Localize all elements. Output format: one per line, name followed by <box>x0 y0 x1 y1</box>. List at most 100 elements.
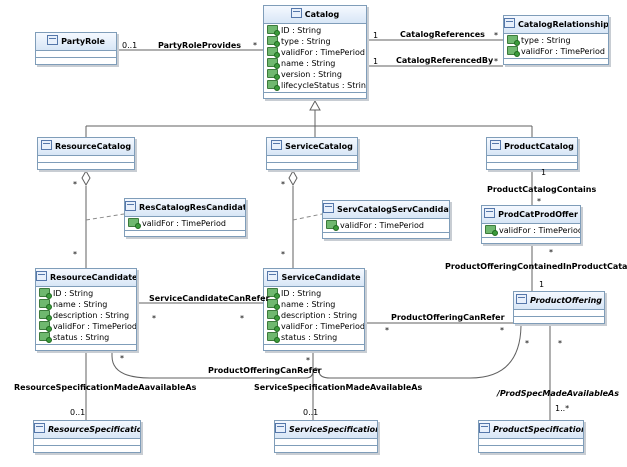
class-name: ProductSpecification <box>493 425 583 434</box>
attribute-icon <box>39 321 52 332</box>
multiplicity: 1 <box>373 57 379 66</box>
class-icon <box>484 208 496 218</box>
class-name: ServiceCatalog <box>285 142 353 151</box>
multiplicity: 0..1 <box>122 41 138 50</box>
class-service-candidate[interactable]: ServiceCandidate ID : String name : Stri… <box>263 268 365 351</box>
class-name: Catalog <box>304 10 340 19</box>
attribute-icon <box>267 321 280 332</box>
multiplicity: * <box>537 197 541 206</box>
attribute: type : String <box>281 37 331 46</box>
class-name: CatalogRelationship <box>518 20 608 29</box>
attribute-icon <box>128 218 141 229</box>
class-product-catalog[interactable]: ProductCatalog <box>486 137 578 170</box>
class-icon <box>267 271 279 281</box>
class-prod-cat-prod-offer[interactable]: ProdCatProdOffer validFor : TimePeriod <box>481 205 581 244</box>
assoc-label: PartyRoleProvides <box>158 41 242 50</box>
multiplicity: * <box>549 248 553 257</box>
assoc-label: /ProdSpecMadeAvailableAs <box>497 389 619 398</box>
attribute-icon <box>267 36 280 47</box>
class-catalog[interactable]: Catalog ID : String type : String validF… <box>263 5 367 99</box>
assoc-label: ServiceSpecificationMadeAvailableAs <box>254 383 423 392</box>
assoc-label: ProductOfferingContainedInProductCatalog <box>445 262 627 271</box>
attribute-icon <box>267 332 280 343</box>
attribute-icon <box>267 310 280 321</box>
attribute: description : String <box>281 311 358 320</box>
multiplicity: 1 <box>541 168 547 177</box>
attribute-icon <box>507 46 520 57</box>
class-name: ServiceSpecification <box>289 425 377 434</box>
class-res-catalog-res-candidate[interactable]: ResCatalogResCandidate validFor : TimePe… <box>124 198 246 237</box>
class-catalog-relationship[interactable]: CatalogRelationship type : String validF… <box>503 15 609 65</box>
multiplicity: * <box>152 314 156 323</box>
multiplicity: * <box>281 180 285 189</box>
multiplicity: 1 <box>539 280 545 289</box>
class-icon <box>271 140 283 150</box>
attribute: version : String <box>281 70 342 79</box>
attribute-icon <box>267 58 280 69</box>
class-service-specification[interactable]: ServiceSpecification <box>274 420 378 453</box>
attribute: name : String <box>281 300 336 309</box>
attribute-icon <box>267 80 280 91</box>
attribute-icon <box>267 299 280 310</box>
multiplicity: * <box>500 326 504 335</box>
class-resource-catalog[interactable]: ResourceCatalog <box>37 137 135 170</box>
aggregation-diamond-service <box>288 169 298 187</box>
multiplicity: 0..1 <box>70 408 86 417</box>
product-offering-can-refer-line-2 <box>111 325 522 379</box>
class-product-offering[interactable]: ProductOffering <box>513 291 605 324</box>
attribute-icon <box>267 69 280 80</box>
class-serv-catalog-serv-candidate[interactable]: ServCatalogServCandidate validFor : Time… <box>322 200 450 239</box>
class-name: ServiceCandidate <box>281 273 361 282</box>
class-name: ResourceSpecification <box>48 425 140 434</box>
multiplicity: * <box>73 180 77 189</box>
class-name: ResourceCatalog <box>54 142 132 151</box>
attribute: validFor : TimePeriod <box>499 226 580 235</box>
multiplicity: * <box>558 339 562 348</box>
multiplicity: * <box>240 314 244 323</box>
attribute-icon <box>39 299 52 310</box>
class-party-role[interactable]: PartyRole <box>35 32 117 65</box>
attribute: lifecycleStatus : String <box>281 81 366 90</box>
attribute: validFor : TimePeriod <box>340 221 424 230</box>
class-icon <box>47 35 59 45</box>
multiplicity: * <box>385 326 389 335</box>
class-name: PartyRole <box>61 37 105 46</box>
attribute: ID : String <box>53 289 94 298</box>
aggregation-diamond-resource <box>81 169 91 187</box>
attribute: status : String <box>281 333 338 342</box>
attribute-icon <box>507 35 520 46</box>
class-icon <box>490 140 502 150</box>
class-icon <box>125 201 136 211</box>
attribute: validFor : TimePeriod <box>281 322 364 331</box>
assoc-label: CatalogReferencedBy <box>396 56 494 65</box>
attribute: name : String <box>281 59 336 68</box>
class-resource-candidate[interactable]: ResourceCandidate ID : String name : Str… <box>35 268 137 351</box>
class-name: ProdCatProdOffer <box>498 210 578 219</box>
class-icon <box>34 423 45 433</box>
multiplicity: * <box>306 356 310 365</box>
class-name: ResCatalogResCandidate <box>139 203 245 212</box>
attribute: type : String <box>521 36 571 45</box>
class-icon <box>275 423 286 433</box>
attribute-icon <box>267 288 280 299</box>
class-icon <box>515 294 527 304</box>
assoc-label: CatalogReferences <box>400 30 485 39</box>
generalization-triangle <box>309 99 321 111</box>
class-icon <box>40 140 52 150</box>
class-service-catalog[interactable]: ServiceCatalog <box>266 137 358 170</box>
class-icon <box>504 18 515 28</box>
attribute: validFor : TimePeriod <box>281 48 365 57</box>
multiplicity: * <box>253 41 257 50</box>
attribute: validFor : TimePeriod <box>521 47 605 56</box>
attribute: ID : String <box>281 289 322 298</box>
multiplicity: * <box>73 250 77 259</box>
assoc-label: ProductCatalogContains <box>487 185 597 194</box>
class-resource-specification[interactable]: ResourceSpecification <box>33 420 141 453</box>
class-product-specification[interactable]: ProductSpecification <box>478 420 584 453</box>
class-name: ServCatalogServCandidate <box>337 205 449 214</box>
attribute: validFor : TimePeriod <box>142 219 226 228</box>
assoc-label: ServiceCandidateCanRefer <box>149 294 270 303</box>
class-icon <box>479 423 490 433</box>
attribute: description : String <box>53 311 130 320</box>
